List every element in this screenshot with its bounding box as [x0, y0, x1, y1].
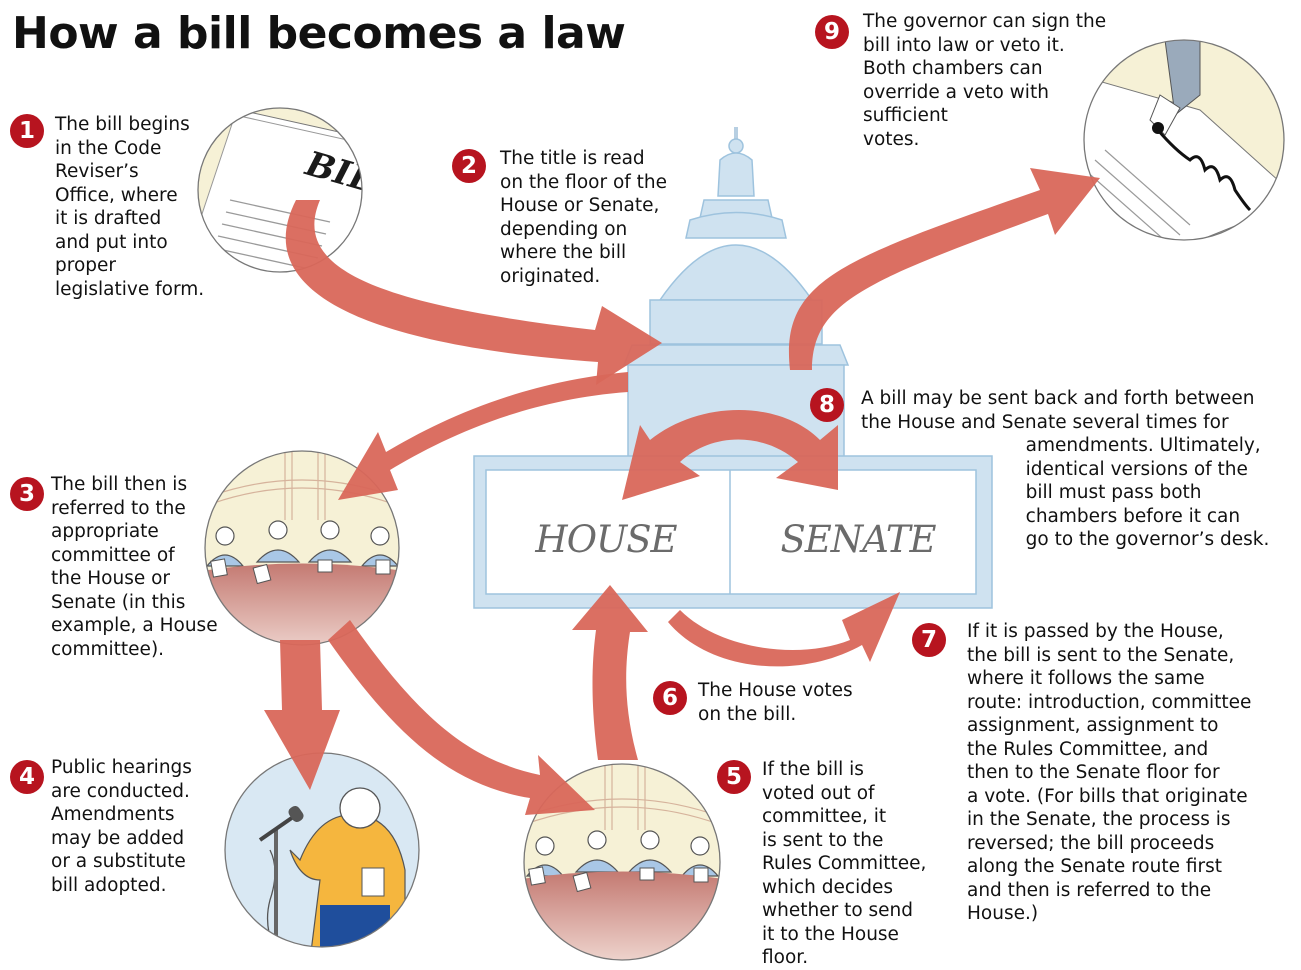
step-2-badge: 2	[452, 149, 486, 183]
arrow-capitol-to-committee	[338, 372, 628, 500]
flow-arrows	[264, 168, 1100, 815]
step-5-text: If the bill is voted out of committee, i…	[762, 759, 927, 968]
step-9-text: The governor can sign the bill into law …	[863, 11, 1107, 150]
senate-label: SENATE	[780, 518, 936, 561]
step-3-text: The bill then is referred to the appropr…	[51, 474, 218, 660]
step-4-badge: 4	[10, 760, 44, 794]
governor-signing-illustration	[1083, 39, 1285, 241]
house-label: HOUSE	[534, 518, 677, 561]
step-3-badge: 3	[10, 477, 44, 511]
step-4-text: Public hearings are conducted. Amendment…	[51, 757, 192, 896]
step-6-text: The House votes on the bill.	[698, 680, 853, 725]
arrow-committee-to-rules	[328, 620, 595, 815]
step-8-text: A bill may be sent back and forth betwee…	[861, 388, 1270, 550]
step-1-badge: 1	[10, 114, 44, 148]
arrow-house-senate-exchange	[622, 410, 838, 500]
step-7-badge: 7	[912, 623, 946, 657]
arrow-committee-to-hearing	[264, 640, 340, 790]
page-title: How a bill becomes a law	[12, 8, 626, 59]
arrow-bill-to-capitol	[285, 200, 662, 385]
step-9-badge: 9	[815, 15, 849, 49]
step-1-text: The bill begins in the Code Reviser’s Of…	[55, 114, 205, 300]
arrow-senate-to-governor	[788, 168, 1100, 370]
arrow-rules-to-house	[572, 585, 648, 760]
step-8-badge: 8	[810, 388, 844, 422]
arrow-house-to-senate	[668, 592, 900, 667]
step-5-badge: 5	[717, 760, 751, 794]
public-hearing-illustration	[224, 752, 420, 948]
step-2-text: The title is read on the floor of the Ho…	[500, 148, 668, 287]
step-7-text: If it is passed by the House, the bill i…	[967, 621, 1252, 924]
step-6-badge: 6	[653, 681, 687, 715]
